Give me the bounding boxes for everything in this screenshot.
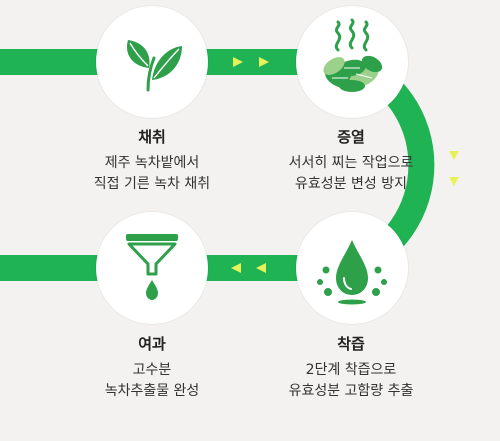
step-description-line: 녹차추출물 완성 — [104, 383, 200, 399]
tea-leaf-icon — [126, 40, 182, 92]
step-circle-harvest — [96, 6, 208, 118]
arrow-right-icon — [233, 57, 269, 67]
step-description-line: 유효성분 변성 방지 — [295, 176, 407, 192]
step-description-line: 서서히 찌는 작업으로 — [288, 155, 414, 171]
step-description-line: 고수분 — [132, 362, 172, 378]
step-description-line: 2단계 착즙으로 — [305, 362, 397, 378]
step-title: 채취 — [138, 128, 166, 146]
juice-drop-icon — [317, 240, 387, 305]
step-filter: 여과 고수분 녹차추출물 완성 — [67, 334, 237, 402]
step-circle-filter — [96, 212, 208, 324]
step-circle-steam — [296, 6, 408, 118]
step-steam: 증열 서서히 찌는 작업으로 유효성분 변성 방지 — [266, 127, 436, 195]
step-description-line: 제주 녹차밭에서 — [104, 155, 200, 171]
filter-funnel-icon — [126, 234, 178, 300]
step-circle-squeeze — [296, 212, 408, 324]
step-title: 증열 — [337, 128, 365, 146]
step-description-line: 직접 기른 녹차 채취 — [93, 176, 211, 192]
arrow-left-icon — [231, 263, 266, 273]
step-title: 여과 — [138, 335, 166, 353]
step-squeeze: 착즙 2단계 착즙으로 유효성분 고함량 추출 — [266, 334, 436, 402]
arrow-down-icon — [449, 151, 459, 186]
step-title: 착즙 — [337, 335, 365, 353]
step-description-line: 유효성분 고함량 추출 — [288, 383, 414, 399]
step-harvest: 채취 제주 녹차밭에서 직접 기른 녹차 채취 — [67, 127, 237, 195]
steamed-leaves-icon — [323, 18, 383, 92]
